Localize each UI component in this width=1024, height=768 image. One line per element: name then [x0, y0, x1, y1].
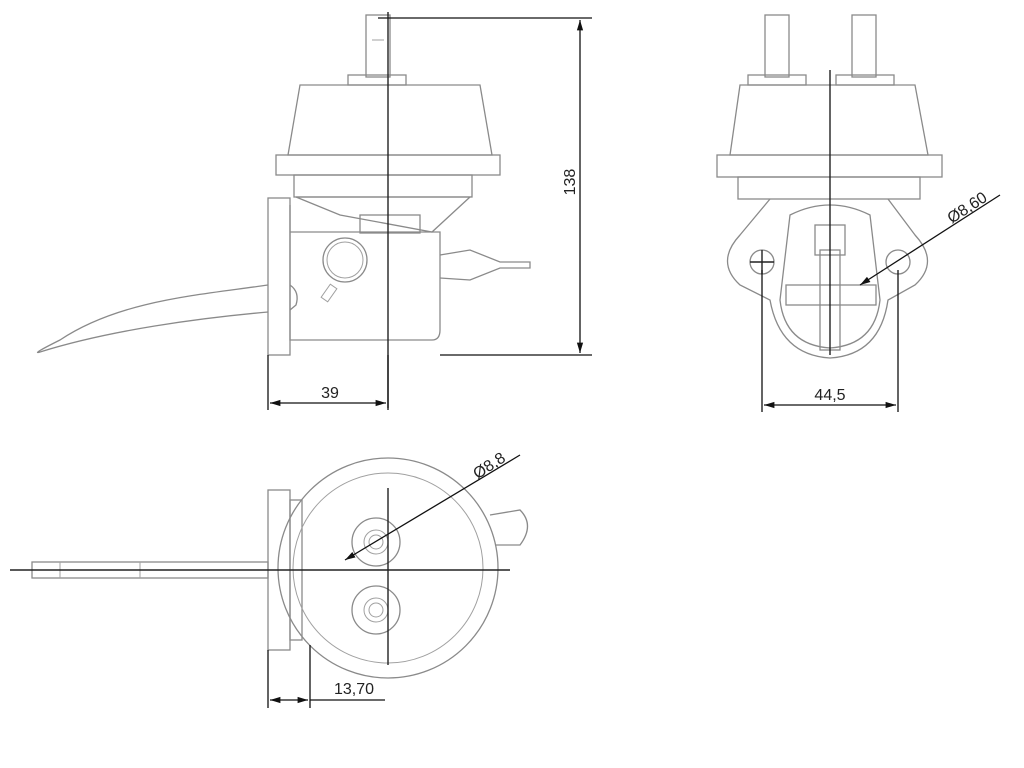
dimension-port-diameter-label: Ø8,8	[470, 450, 508, 483]
dimension-height: 138	[378, 17, 592, 356]
dimension-hole-diameter-label: Ø8,60	[945, 189, 991, 227]
dimension-hole-spacing-label: 44,5	[814, 387, 845, 404]
dimension-hole-diameter: Ø8,60	[859, 189, 1001, 286]
front-view	[36, 12, 531, 408]
dimension-front-width-label: 39	[321, 385, 339, 402]
dimension-flange-thickness-label: 13,70	[334, 681, 374, 698]
dimension-port-diameter: Ø8,8	[344, 450, 521, 561]
dimension-hole-spacing: 44,5	[761, 270, 899, 412]
side-view	[716, 14, 943, 359]
dimension-height-label: 138	[562, 169, 579, 196]
top-view	[10, 457, 529, 679]
dimension-front-width: 39	[267, 355, 389, 410]
dimension-flange-thickness: 13,70	[267, 645, 385, 708]
